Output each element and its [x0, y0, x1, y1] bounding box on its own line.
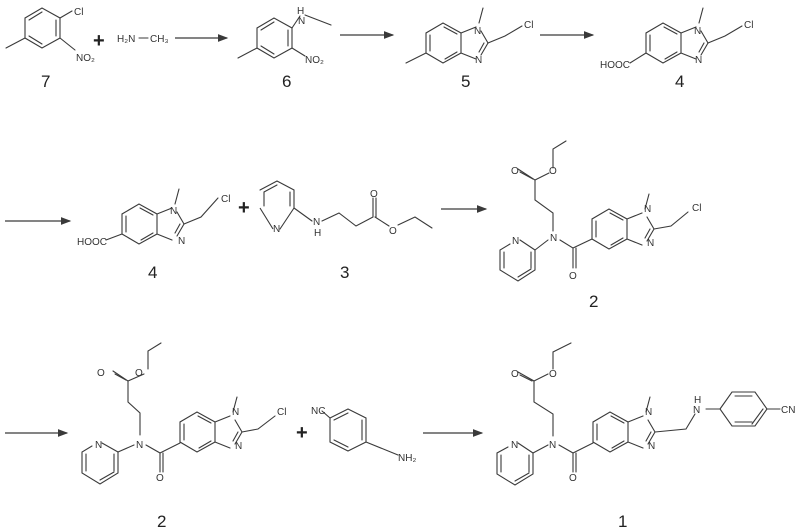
atom-no2: NO₂: [305, 55, 324, 66]
atom-h: H: [314, 228, 321, 239]
atom-o: O: [549, 166, 557, 177]
compound-label-5: 5: [461, 72, 470, 91]
atom-n: N: [645, 407, 652, 418]
atom-cl: Cl: [692, 203, 701, 214]
atom-n: N: [644, 204, 651, 215]
atom-o: O: [389, 226, 397, 237]
plus-sign: +: [296, 422, 308, 444]
compound-label-3: 3: [340, 263, 349, 282]
atom-o: O: [97, 368, 105, 379]
atom-h2n: H₂N: [117, 34, 135, 45]
atom-nh2: NH₂: [398, 453, 416, 464]
atom-cl: Cl: [221, 194, 230, 205]
compound-5: N N Cl: [405, 7, 533, 66]
atom-h: H: [297, 6, 304, 17]
atom-n: N: [95, 440, 102, 451]
compound-label-2: 2: [589, 292, 598, 311]
atom-n: N: [512, 236, 519, 247]
compound-2: O O N N O N N Cl: [499, 140, 701, 282]
atom-cn: CN: [781, 405, 795, 416]
atom-n: N: [474, 26, 481, 37]
atom-o: O: [511, 369, 519, 380]
plus-sign: +: [238, 197, 250, 219]
atom-o: O: [569, 473, 577, 484]
atom-n: N: [647, 238, 654, 249]
atom-n: N: [232, 407, 239, 418]
atom-cl: Cl: [74, 7, 83, 18]
compound-label-6: 6: [282, 72, 291, 91]
atom-n: N: [693, 405, 700, 416]
compound-1: O O N N O N N H N CN: [496, 342, 795, 486]
atom-h: H: [694, 395, 701, 406]
compound-label-1: 1: [618, 512, 627, 531]
atom-cl: Cl: [277, 407, 286, 418]
atom-nc: NC: [311, 406, 325, 417]
atom-n: N: [511, 440, 518, 451]
atom-hooc: HOOC: [600, 60, 630, 71]
atom-o: O: [156, 473, 164, 484]
atom-o: O: [511, 166, 519, 177]
atom-hooc: HOOC: [77, 237, 107, 248]
atom-n: N: [273, 224, 280, 235]
atom-no2: NO₂: [76, 53, 95, 64]
atom-o: O: [569, 271, 577, 282]
atom-n: N: [648, 441, 655, 452]
atom-n: N: [170, 206, 177, 217]
atom-n: N: [550, 233, 557, 244]
methylamine-reagent: H₂N CH₃: [117, 34, 169, 45]
compound-4: HOOC N N Cl: [600, 7, 753, 71]
atom-n: N: [136, 440, 143, 451]
atom-n: N: [549, 440, 556, 451]
atom-n: N: [313, 217, 320, 228]
atom-cl: Cl: [744, 20, 753, 31]
atom-n: N: [298, 16, 305, 27]
atom-o: O: [549, 369, 557, 380]
compound-2: O O N N O N N Cl: [81, 342, 286, 485]
atom-cl: Cl: [524, 20, 533, 31]
atom-n: N: [694, 26, 701, 37]
compound-label-4: 4: [148, 263, 157, 282]
atom-n: N: [695, 55, 702, 66]
plus-sign: +: [93, 30, 105, 52]
compound-6: H N NO₂: [237, 6, 332, 66]
atom-n: N: [178, 236, 185, 247]
atom-o: O: [135, 368, 143, 379]
atom-ch3: CH₃: [150, 34, 169, 45]
atom-o: O: [370, 189, 378, 200]
compound-label-2: 2: [157, 512, 166, 531]
atom-n: N: [235, 441, 242, 452]
compound-3: N N H O O: [259, 180, 433, 239]
aminobenzonitrile: NC NH₂: [311, 406, 416, 464]
compound-label-7: 7: [41, 72, 50, 91]
compound-4: HOOC N N Cl: [77, 188, 230, 248]
atom-n: N: [475, 55, 482, 66]
compound-label-4: 4: [675, 72, 684, 91]
compound-7: Cl NO₂: [5, 7, 95, 64]
